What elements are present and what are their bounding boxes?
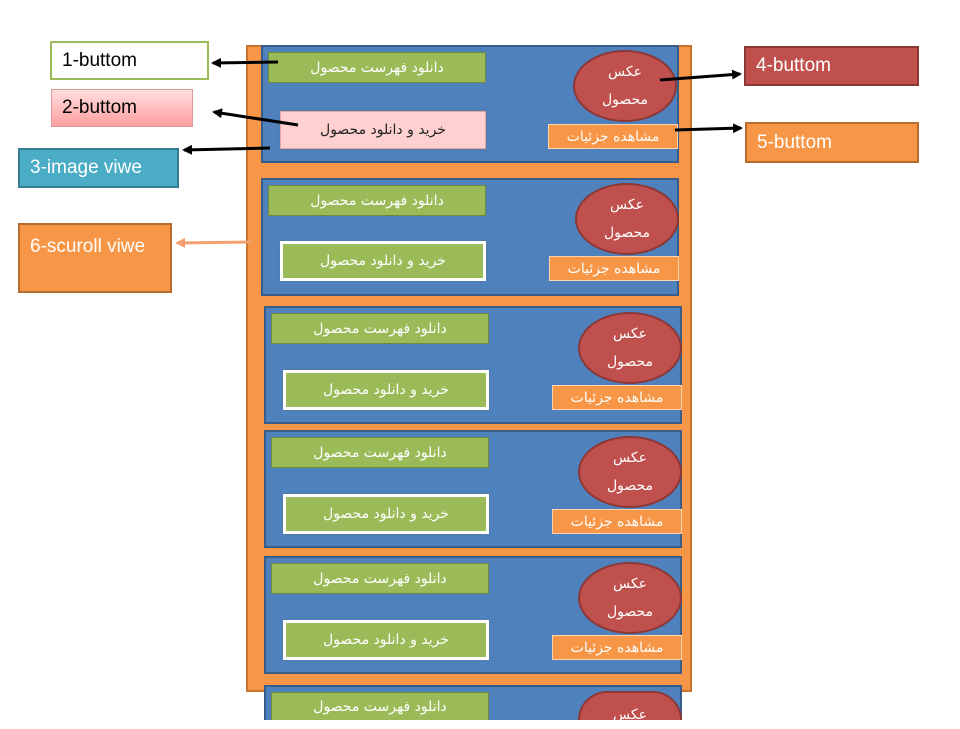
image-label-1: عکس xyxy=(613,576,647,592)
buy-download-button[interactable]: خرید و دانلود محصول xyxy=(283,620,489,660)
download-catalog-button[interactable]: دانلود فهرست محصول xyxy=(268,52,486,83)
buy-download-button[interactable]: خرید و دانلود محصول xyxy=(280,241,486,281)
arrow-2 xyxy=(212,108,299,127)
image-label-2: محصول xyxy=(606,478,654,494)
callout-2-button: 2-buttom xyxy=(51,89,193,127)
details-button[interactable]: مشاهده جزئیات xyxy=(552,385,682,410)
product-image: عکس xyxy=(578,691,682,723)
buy-download-button[interactable]: خرید و دانلود محصول xyxy=(283,494,489,534)
arrow-4 xyxy=(659,69,742,82)
callout-3-image-view: 3-image viwe xyxy=(18,148,179,188)
image-label-2: محصول xyxy=(601,92,649,108)
details-button[interactable]: مشاهده جزئیات xyxy=(549,256,679,281)
product-image: عکس محصول xyxy=(575,183,679,255)
callout-6-scroll-view: 6-scuroll viwe xyxy=(18,223,172,293)
image-label-1: عکس xyxy=(608,64,642,80)
image-label-2: محصول xyxy=(606,604,654,620)
details-button[interactable]: مشاهده جزئیات xyxy=(552,635,682,660)
image-label-1: عکس xyxy=(613,707,647,723)
arrow-1 xyxy=(211,57,279,68)
product-image: عکس محصول xyxy=(573,50,677,122)
download-catalog-button[interactable]: دانلود فهرست محصول xyxy=(271,313,489,344)
download-catalog-button[interactable]: دانلود فهرست محصول xyxy=(271,437,489,468)
image-label-2: محصول xyxy=(603,225,651,241)
arrow-3 xyxy=(182,144,271,155)
callout-4-button: 4-buttom xyxy=(744,46,919,86)
download-catalog-button[interactable]: دانلود فهرست محصول xyxy=(271,563,489,594)
product-image: عکس محصول xyxy=(578,562,682,634)
arrow-6 xyxy=(175,237,253,248)
image-label-2: محصول xyxy=(606,354,654,370)
product-image: عکس محصول xyxy=(578,312,682,384)
download-catalog-button[interactable]: دانلود فهرست محصول xyxy=(268,185,486,216)
buy-download-button[interactable]: خرید و دانلود محصول xyxy=(280,111,486,149)
buy-download-button[interactable]: خرید و دانلود محصول xyxy=(283,370,489,410)
callout-5-button: 5-buttom xyxy=(745,122,919,163)
image-label-1: عکس xyxy=(613,450,647,466)
details-button[interactable]: مشاهده جزئیات xyxy=(552,509,682,534)
arrow-5 xyxy=(674,123,743,134)
details-button[interactable]: مشاهده جزئیات xyxy=(548,124,678,149)
callout-1-button: 1-buttom xyxy=(50,41,209,80)
image-label-1: عکس xyxy=(613,326,647,342)
image-label-1: عکس xyxy=(610,197,644,213)
download-catalog-button[interactable]: دانلود فهرست محصول xyxy=(271,692,489,720)
product-image: عکس محصول xyxy=(578,436,682,508)
